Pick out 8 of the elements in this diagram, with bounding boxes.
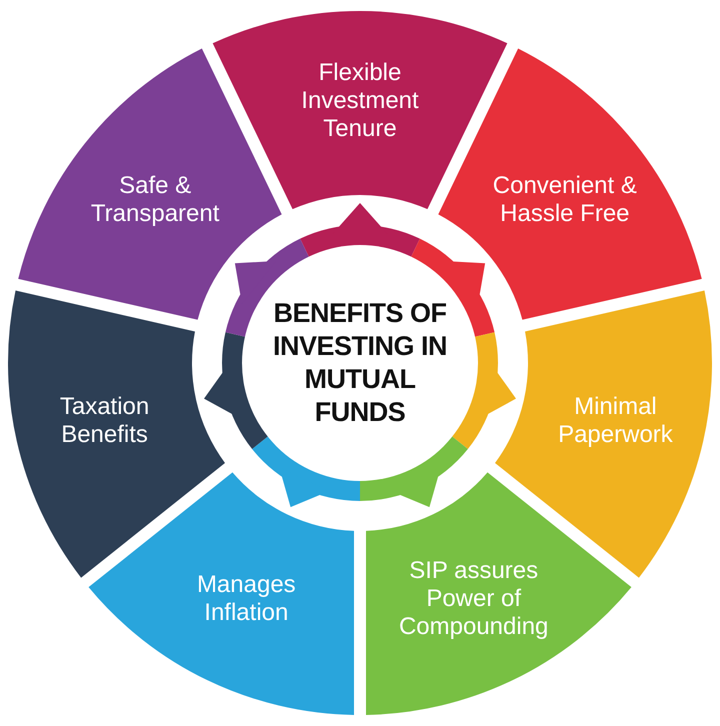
segment-label: Convenient & Hassle Free (492, 172, 638, 228)
segment-label: Flexible Investment Tenure (300, 59, 420, 143)
center-title: BENEFITS OF INVESTING IN MUTUAL FUNDS (272, 297, 448, 429)
segment-label: Manages Inflation (196, 571, 297, 628)
segment-label: Safe & Transparent (90, 172, 220, 228)
segment-label: Taxation Benefits (58, 393, 150, 450)
segment-label: Minimal Paperwork (557, 393, 674, 450)
segment-label: SIP assures Power of Compounding (398, 557, 550, 642)
